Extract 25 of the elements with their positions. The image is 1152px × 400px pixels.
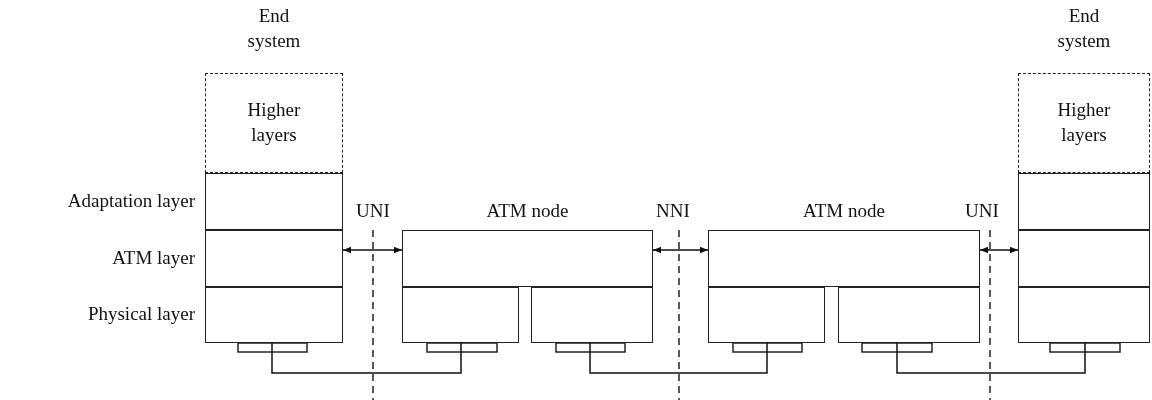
link-line [896,342,1086,374]
node-heading: ATM node [486,199,569,223]
layer-box [205,173,343,230]
double-arrow [342,246,403,254]
layer-box [531,287,653,343]
layer-box [1018,287,1150,343]
layer-name: Higher layers [1056,98,1112,147]
layer-name: Higher layers [246,98,302,147]
double-arrow [979,246,1019,254]
link-line [589,342,768,374]
layer-label: Physical layer [87,303,195,326]
layer-box [1018,173,1150,230]
node-heading: ATM node [803,199,885,223]
layer-box [205,230,343,287]
layer-box [205,287,343,343]
double-arrow [652,246,709,254]
layer-box [708,287,825,343]
layer-label: ATM layer [112,247,195,270]
node-heading: End system [1056,4,1112,53]
layer-box [838,287,980,343]
layer-box [402,287,519,343]
node-heading: End system [246,4,302,53]
layer-label: Adaptation layer [67,190,195,213]
layer-box [1018,230,1150,287]
link-line [271,342,462,374]
